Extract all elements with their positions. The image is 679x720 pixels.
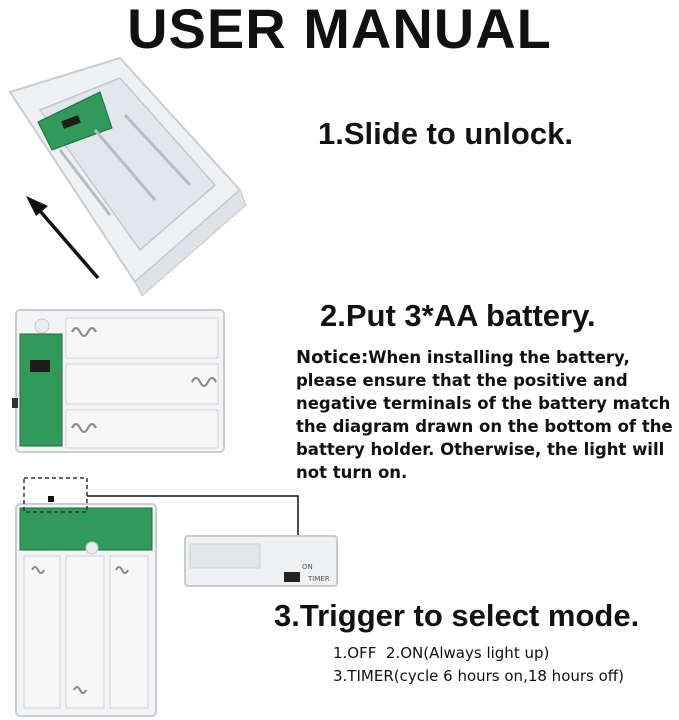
- mode-line-1: 1.OFF 2.ON(Always light up): [333, 644, 550, 662]
- step-2-text: 2.Put 3*AA battery.: [320, 298, 596, 333]
- step-3-text: 3.Trigger to select mode.: [274, 598, 640, 633]
- step-1-text: 1.Slide to unlock.: [318, 116, 573, 151]
- slide-arrow: [32, 202, 100, 280]
- battery-holder-image: [12, 309, 225, 453]
- battery-box-unlock-image: [8, 56, 247, 297]
- mode-line-2: 3.TIMER(cycle 6 hours on,18 hours off): [333, 667, 624, 685]
- switch-timer-label: TIMER: [307, 575, 330, 583]
- notice-text: When installing the battery, please ensu…: [296, 348, 673, 482]
- notice-block: Notice:When installing the battery, plea…: [296, 346, 679, 484]
- mode-list: 1.OFF 2.ON(Always light up) 3.TIMER(cycl…: [333, 642, 624, 688]
- page-title: USER MANUAL: [127, 0, 552, 60]
- notice-label: Notice:: [296, 347, 369, 368]
- switch-on-label: ON: [302, 563, 313, 571]
- battery-holder-switch-image: ON TIMER: [15, 477, 338, 717]
